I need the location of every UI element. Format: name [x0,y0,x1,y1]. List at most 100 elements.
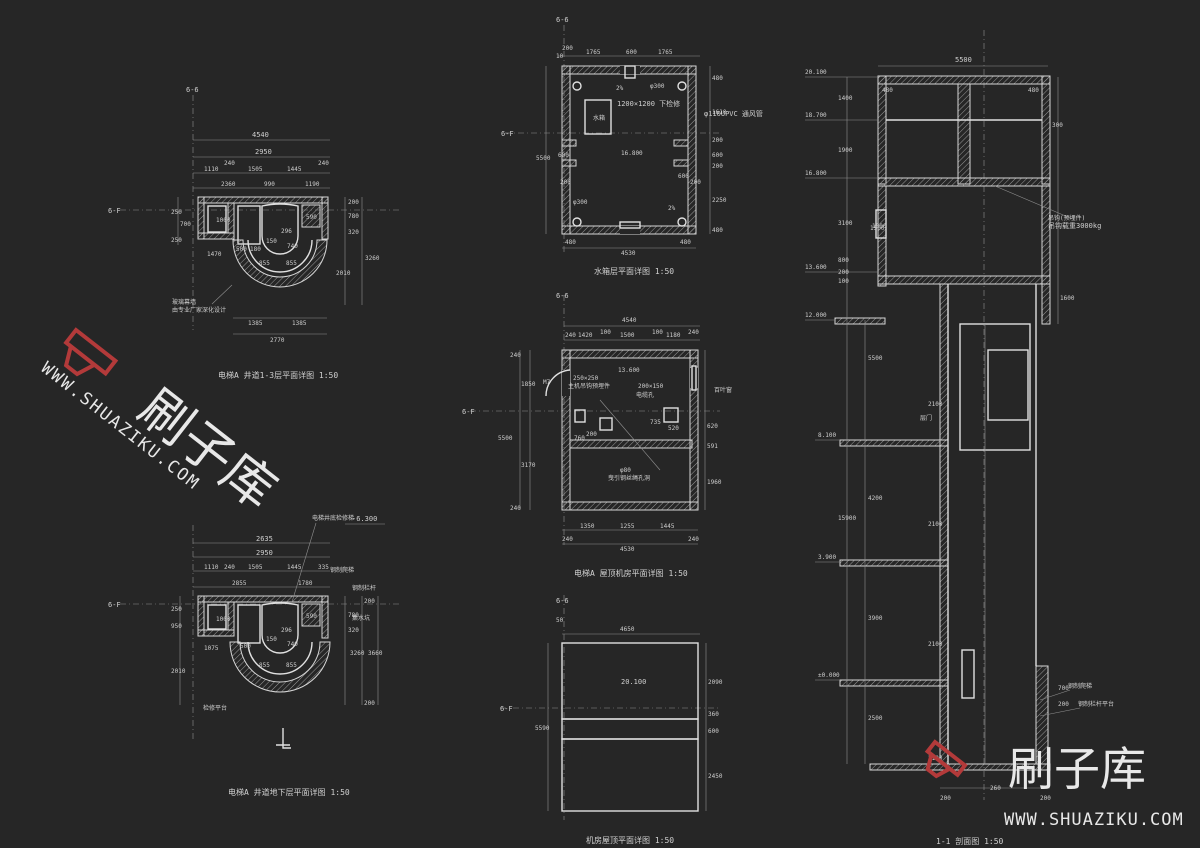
level-1: 18.700 [805,112,827,119]
dim-top-0: 200 [562,45,573,52]
level-3: 13.600 [805,264,827,271]
dim-right-4: 3260 [365,255,380,262]
label-5: 480 [882,87,893,94]
dim-right-0: 480 [712,75,723,82]
dim-inner-6: 500 [236,246,247,253]
axis-label-top: 6-6 [556,597,569,605]
dim-bottom-2: 1445 [660,523,675,530]
dim-right-2: 200 [712,137,723,144]
dim-top-1: 240 [565,332,576,339]
dim-right-1: 780 [348,612,359,619]
dim-right-4: 200 [712,163,723,170]
shaft-plan-pit: 6-F -6.300 2635 2950 1110 240 1505 1445 … [108,514,400,797]
axis-label-left: 6-F [462,408,475,416]
axis-label-left: 6-F [108,207,121,215]
dim-top-3: 1765 [658,49,673,56]
dim-top-3: 100 [600,329,611,336]
dim-left-2: 3100 [838,220,853,227]
dim-inner-8: 855 [259,260,270,267]
dim-top-2: 1110 [204,166,219,173]
dim-inner-5: 1470 [207,251,222,258]
brush-logo-icon [924,739,968,779]
dim-right-3: 2010 [336,270,351,277]
dim-bottom-3: 240 [562,536,573,543]
dim-right-5: 2250 [712,197,727,204]
dim-right-2: 1600 [1060,295,1075,302]
level-marks: 20.100 18.700 16.800 13.600 12.000 8.100… [805,69,878,681]
dim-left-5: 100 [838,278,849,285]
axis-label-left: 6-F [108,601,121,609]
dim-left-8: 15900 [838,515,856,522]
dim-top-5: 100 [652,329,663,336]
dim-bottom-2: 2770 [270,337,285,344]
dim-inner-4: 150 [266,636,277,643]
dim-right-2: 600 [708,728,719,735]
door-dim-0: 2100 [928,401,943,408]
dim-inner-1: 590 [306,613,317,620]
dim-top-6: 335 [318,564,329,571]
dim-left-3: 800 [838,257,849,264]
dim-bottom-2: 480 [680,239,691,246]
label-8: 600 [558,152,569,159]
view-title: 电梯A 井道1-3层平面详图 1:50 [218,370,338,380]
view-title: 电梯A 屋顶机房平面详图 1:50 [574,568,688,578]
dim-top-6: 240 [318,160,329,167]
dim-bottom-5: 240 [688,536,699,543]
dim-right-0: 200 [364,598,375,605]
section-1-1: 5500 吊钩(预埋件) 吊钩载重3000kg [805,30,1114,846]
dim-left-4: 200 [838,269,849,276]
dim-right-0: 300 [1052,122,1063,129]
dim-left-0: 5500 [536,155,551,162]
dim-right-3: 600 [712,152,723,159]
view-title: 机房屋顶平面详图 1:50 [586,835,674,845]
label-3: 16.800 [621,150,643,157]
label-11: 曳引钢丝绳孔洞 [608,474,650,482]
note-2: 钢制栏杆 [352,584,376,592]
axis-label-top: 6-6 [186,86,199,94]
axis-label-left: 6-F [501,130,514,138]
watermark-left: 刷子库 WWW.SHUAZIKU.COM [37,327,287,521]
dim-inner-4: 150 [266,238,277,245]
dim-right-1: 1610 [712,109,727,116]
dim-left-2: 250 [171,237,182,244]
label-2: 层门 [920,414,932,422]
dim-top-7: 2360 [221,181,236,188]
dim-inner-6: 500 [240,643,251,650]
dim-left-0: 250 [171,606,182,613]
label-0: 13.600 [618,367,640,374]
label-1: φ300 [650,83,665,90]
label-5: M7 [543,379,551,386]
brush-logo-icon [63,327,119,377]
dim-left-1: 700 [180,221,191,228]
dim-left-9: 3900 [868,615,883,622]
dim-bottom-2: 200 [1040,795,1051,802]
dim-bottom-1: 4530 [621,250,636,257]
label-4: 电缆孔 [636,391,654,399]
label-10: 600 [678,173,689,180]
dim-top-1: 2950 [256,549,273,557]
dim-right-2: 320 [348,627,359,634]
label-11: 200 [690,179,701,186]
level-4: 12.000 [805,312,827,319]
label-2: 主机吊钩预埋件 [568,382,610,390]
dim-bottom-4: 4530 [620,546,635,553]
door-dim-2: 2100 [928,641,943,648]
label-7: 200 [586,431,597,438]
dim-top-4: 1500 [620,332,635,339]
dim-inner-2: 296 [281,228,292,235]
dim-right-4: 200 [1058,701,1069,708]
label-1: 250×250 [573,375,599,382]
note-3: 集水坑 [352,614,370,622]
dim-inner-1: 590 [306,214,317,221]
dim-left-2: 2010 [171,668,186,675]
level-5: 8.100 [818,432,836,439]
dim-left-0: 5590 [535,725,550,732]
note-4: 检修平台 [203,704,227,712]
dim-right-4: 3660 [368,650,383,657]
dim-bottom-0: 200 [940,795,951,802]
dim-bottom-0: 1385 [248,320,263,327]
level-7: ±0.000 [818,672,840,679]
dim-top-2: 1110 [204,564,219,571]
dim-right-6: 480 [712,227,723,234]
label-8: 735 [650,419,661,426]
